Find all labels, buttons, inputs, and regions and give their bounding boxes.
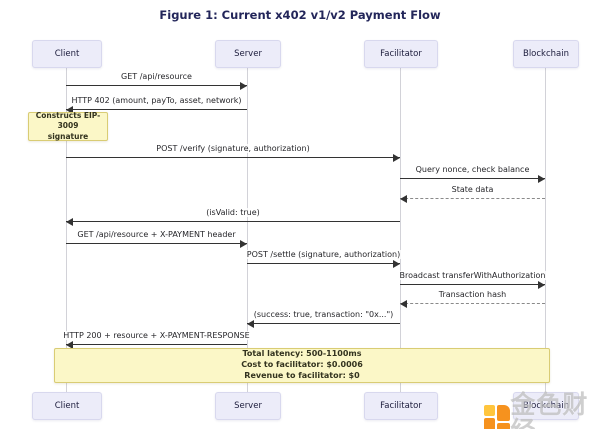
- actor-box-server-bottom: Server: [215, 392, 281, 420]
- message-line-0: [66, 82, 247, 90]
- lifeline-blockchain: [545, 66, 546, 392]
- message-line-3: [400, 175, 545, 183]
- message-label-10: (success: true, transaction: "0x..."): [251, 310, 396, 319]
- message-line-11: [66, 341, 247, 349]
- arrowhead-icon: [66, 341, 73, 349]
- jinse-logo-icon: [484, 405, 510, 429]
- actor-box-client-top: Client: [32, 40, 102, 68]
- actor-label: Server: [234, 49, 262, 59]
- note-line: Constructs EIP-3009: [35, 111, 101, 131]
- arrowhead-icon: [66, 106, 73, 114]
- actor-box-facilitator-top: Facilitator: [364, 40, 438, 68]
- message-line-10: [247, 320, 400, 328]
- note-line: Revenue to facilitator: $0: [244, 370, 360, 380]
- message-line-2: [66, 154, 400, 162]
- arrowhead-icon: [66, 218, 73, 226]
- arrowhead-icon: [393, 260, 400, 268]
- actor-box-facilitator-bottom: Facilitator: [364, 392, 438, 420]
- message-label-9: Transaction hash: [436, 290, 509, 299]
- arrowhead-icon: [400, 195, 407, 203]
- message-label-6: GET /api/resource + X-PAYMENT header: [75, 230, 238, 239]
- message-line-8: [400, 281, 545, 289]
- message-line-6: [66, 240, 247, 248]
- lifeline-server: [247, 66, 248, 392]
- lifeline-client: [66, 66, 67, 392]
- actor-label: Client: [54, 401, 80, 411]
- message-label-11: HTTP 200 + resource + X-PAYMENT-RESPONSE: [61, 331, 252, 340]
- watermark: 金色财经: [484, 392, 600, 429]
- message-line-4: [400, 195, 545, 203]
- message-label-3: Query nonce, check balance: [413, 165, 532, 174]
- note-line: signature: [47, 131, 89, 141]
- message-line-9: [400, 300, 545, 308]
- actor-label: Blockchain: [522, 401, 569, 411]
- arrowhead-icon: [400, 300, 407, 308]
- message-line-1: [66, 106, 247, 114]
- message-line-5: [66, 218, 400, 226]
- lifeline-facilitator: [400, 66, 401, 392]
- message-label-0: GET /api/resource: [119, 72, 194, 81]
- actor-box-client-bottom: Client: [32, 392, 102, 420]
- figure-title: Figure 1: Current x402 v1/v2 Payment Flo…: [159, 8, 441, 22]
- actor-label: Server: [234, 401, 262, 411]
- arrowhead-icon: [240, 82, 247, 90]
- note-line: Total latency: 500-1100ms: [242, 349, 362, 359]
- arrowhead-icon: [393, 154, 400, 162]
- message-label-4: State data: [449, 185, 496, 194]
- actor-label: Blockchain: [522, 49, 569, 59]
- actor-label: Facilitator: [380, 401, 422, 411]
- arrowhead-icon: [538, 281, 545, 289]
- message-line-7: [247, 260, 400, 268]
- message-label-1: HTTP 402 (amount, payTo, asset, network): [69, 96, 244, 105]
- actor-box-server-top: Server: [215, 40, 281, 68]
- actor-label: Facilitator: [380, 49, 422, 59]
- message-label-8: Broadcast transferWithAuthorization: [397, 271, 548, 280]
- actor-box-blockchain-bottom: Blockchain: [513, 392, 579, 420]
- actor-box-blockchain-top: Blockchain: [513, 40, 579, 68]
- message-label-7: POST /settle (signature, authorization): [244, 250, 403, 259]
- arrowhead-icon: [247, 320, 254, 328]
- arrowhead-icon: [538, 175, 545, 183]
- arrowhead-icon: [240, 240, 247, 248]
- actor-label: Client: [54, 49, 80, 59]
- watermark-text: 金色财经: [510, 390, 589, 429]
- message-label-5: (isValid: true): [204, 208, 262, 217]
- message-label-2: POST /verify (signature, authorization): [154, 144, 312, 153]
- note-line: Cost to facilitator: $0.0006: [241, 360, 363, 370]
